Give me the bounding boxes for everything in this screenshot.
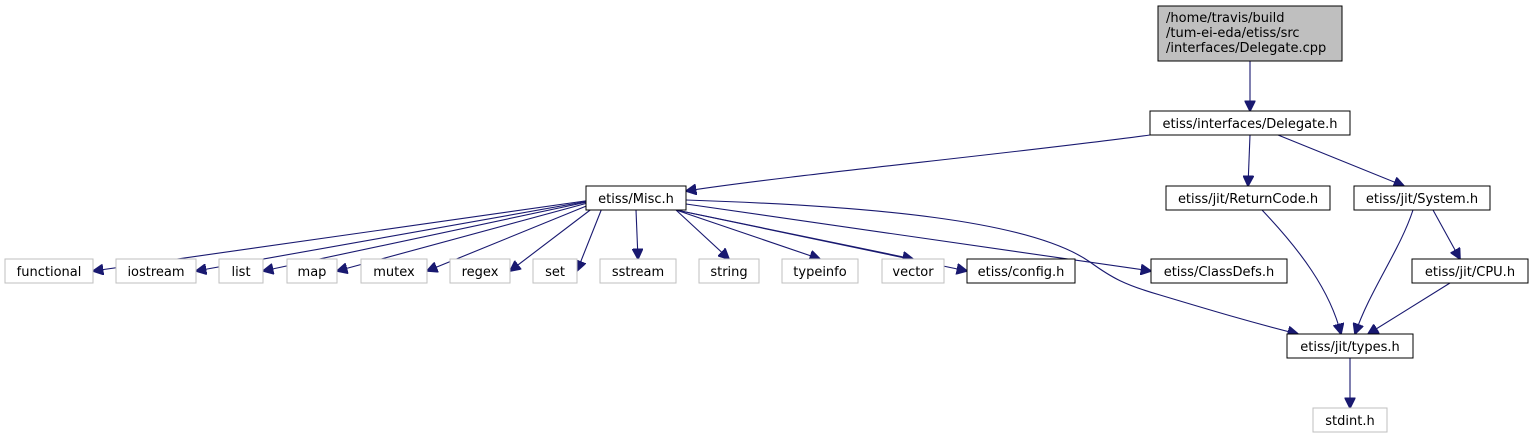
edge-misc-h-to-string [675, 209, 729, 259]
node-classdefs-h[interactable]: etiss/ClassDefs.h [1150, 258, 1288, 284]
node-label: string [710, 265, 747, 280]
node-box [218, 258, 264, 284]
node-label: functional [17, 265, 82, 280]
node-box [599, 258, 677, 284]
node-label: typeinfo [793, 265, 846, 280]
node-label: list [231, 265, 250, 280]
node-box [360, 258, 428, 284]
node-vector: vector [881, 258, 945, 284]
node-label: etiss/config.h [978, 265, 1065, 280]
node-box [1157, 5, 1343, 62]
node-system-h[interactable]: etiss/jit/System.h [1353, 185, 1491, 211]
node-mutex: mutex [360, 258, 428, 284]
node-label: iostream [127, 265, 184, 280]
node-label: map [298, 265, 327, 280]
node-box [449, 258, 511, 284]
node-box [532, 258, 578, 284]
node-misc-h[interactable]: etiss/Misc.h [585, 185, 687, 211]
node-box [585, 185, 687, 211]
node-returncode-h[interactable]: etiss/jit/ReturnCode.h [1165, 185, 1331, 211]
node-cpu-h[interactable]: etiss/jit/CPU.h [1411, 258, 1529, 284]
node-regex: regex [449, 258, 511, 284]
node-label: etiss/jit/ReturnCode.h [1178, 192, 1318, 207]
node-box [781, 258, 859, 284]
edge-cpu-h-to-types-h [1368, 282, 1451, 334]
node-label: etiss/jit/types.h [1300, 340, 1400, 355]
node-delegate-h[interactable]: etiss/interfaces/Delegate.h [1149, 110, 1351, 136]
node-box [1411, 258, 1529, 284]
node-set: set [532, 258, 578, 284]
edge-misc-h-to-iostream [196, 197, 607, 271]
node-label: set [545, 265, 565, 280]
edge-system-h-to-types-h [1355, 209, 1414, 334]
node-label: stdint.h [1325, 414, 1374, 429]
edge-delegate-h-to-system-h [1277, 134, 1404, 186]
node-label: regex [462, 265, 499, 280]
node-functional: functional [4, 258, 94, 284]
node-label: etiss/ClassDefs.h [1164, 265, 1275, 280]
node-sstream: sstream [599, 258, 677, 284]
edge-misc-h-to-typeinfo [675, 209, 820, 259]
node-label: etiss/jit/CPU.h [1425, 265, 1515, 280]
node-box [966, 258, 1076, 284]
node-stdint-h: stdint.h [1312, 407, 1388, 433]
edge-returncode-h-to-types-h [1261, 209, 1341, 334]
node-label: etiss/Misc.h [598, 192, 674, 207]
node-label: etiss/interfaces/Delegate.h [1162, 117, 1337, 132]
node-box [1165, 185, 1331, 211]
node-box [1312, 407, 1388, 433]
node-label: mutex [373, 265, 415, 280]
node-box [115, 258, 197, 284]
node-list: list [218, 258, 264, 284]
node-label: sstream [612, 265, 664, 280]
edges-layer [93, 61, 1460, 408]
node-box [4, 258, 94, 284]
node-types-h[interactable]: etiss/jit/types.h [1286, 333, 1414, 359]
node-label: /tum-ei-eda/etiss/src [1166, 26, 1300, 41]
nodes-layer: /home/travis/build/tum-ei-eda/etiss/src/… [4, 5, 1529, 433]
node-map: map [286, 258, 338, 284]
node-label: /home/travis/build [1166, 11, 1284, 26]
node-label: /interfaces/Delegate.cpp [1166, 41, 1326, 56]
edge-misc-h-to-sstream [636, 209, 638, 259]
node-box [1150, 258, 1288, 284]
node-box [1353, 185, 1491, 211]
node-config-h[interactable]: etiss/config.h [966, 258, 1076, 284]
node-typeinfo: typeinfo [781, 258, 859, 284]
edge-delegate-h-to-returncode-h [1248, 134, 1250, 186]
node-label: etiss/jit/System.h [1366, 192, 1478, 207]
node-box [1149, 110, 1351, 136]
node-box [1286, 333, 1414, 359]
node-box [286, 258, 338, 284]
node-root[interactable]: /home/travis/build/tum-ei-eda/etiss/src/… [1157, 5, 1343, 62]
edge-system-h-to-cpu-h [1432, 209, 1460, 259]
edge-misc-h-to-types-h [685, 199, 1298, 334]
node-box [698, 258, 760, 284]
node-box [881, 258, 945, 284]
edge-delegate-h-to-misc-h [686, 134, 1151, 191]
node-label: vector [892, 265, 934, 280]
node-string: string [698, 258, 760, 284]
node-iostream: iostream [115, 258, 197, 284]
